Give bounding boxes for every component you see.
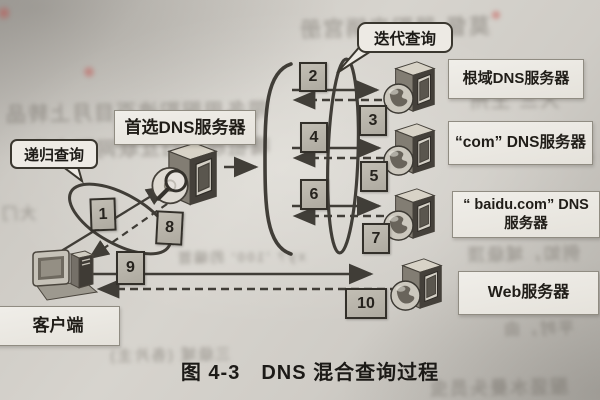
red-ink-mark xyxy=(0,3,11,23)
baidu-dns-server-icon xyxy=(383,188,436,241)
root-dns-server-icon xyxy=(383,61,436,114)
step-9-box: 9 xyxy=(116,251,145,285)
baidu-dns-server-label: “ baidu.com” DNS 服务器 xyxy=(452,191,600,238)
step-3-box: 3 xyxy=(359,105,387,136)
baidu-label-line2: 服务器 xyxy=(504,215,548,232)
recursive-query-callout: 递归查询 xyxy=(10,139,98,169)
preferred-dns-server-icon xyxy=(151,142,218,206)
arrow-preferred-to-client xyxy=(88,196,178,260)
iterative-query-callout: 迭代查询 xyxy=(357,22,453,53)
step-10-box: 10 xyxy=(345,288,387,319)
root-dns-server-label: 根域DNS服务器 xyxy=(448,59,584,99)
recursive-query-oval xyxy=(68,182,172,256)
web-server-label: Web服务器 xyxy=(458,271,599,315)
baidu-label-line1: “ baidu.com” DNS xyxy=(463,197,589,214)
client-computer-icon xyxy=(32,249,99,301)
red-ink-mark xyxy=(82,64,96,80)
preferred-dns-server-label: 首选DNS服务器 xyxy=(114,110,256,145)
red-ink-mark xyxy=(490,8,502,22)
client-label: 客户端 xyxy=(0,306,120,346)
step-2-box: 2 xyxy=(299,62,327,92)
figure-caption: 图 4-3 DNS 混合查询过程 xyxy=(180,362,440,384)
step-6-box: 6 xyxy=(300,179,328,210)
web-server-icon xyxy=(390,258,443,311)
iterative-query-oval xyxy=(326,57,360,255)
com-dns-server-icon xyxy=(383,123,436,176)
step-4-box: 4 xyxy=(300,122,328,153)
step-5-box: 5 xyxy=(360,161,388,192)
iterative-bracket xyxy=(263,62,293,256)
step-7-box: 7 xyxy=(362,223,390,254)
com-dns-server-label: “com” DNS服务器 xyxy=(448,121,593,165)
